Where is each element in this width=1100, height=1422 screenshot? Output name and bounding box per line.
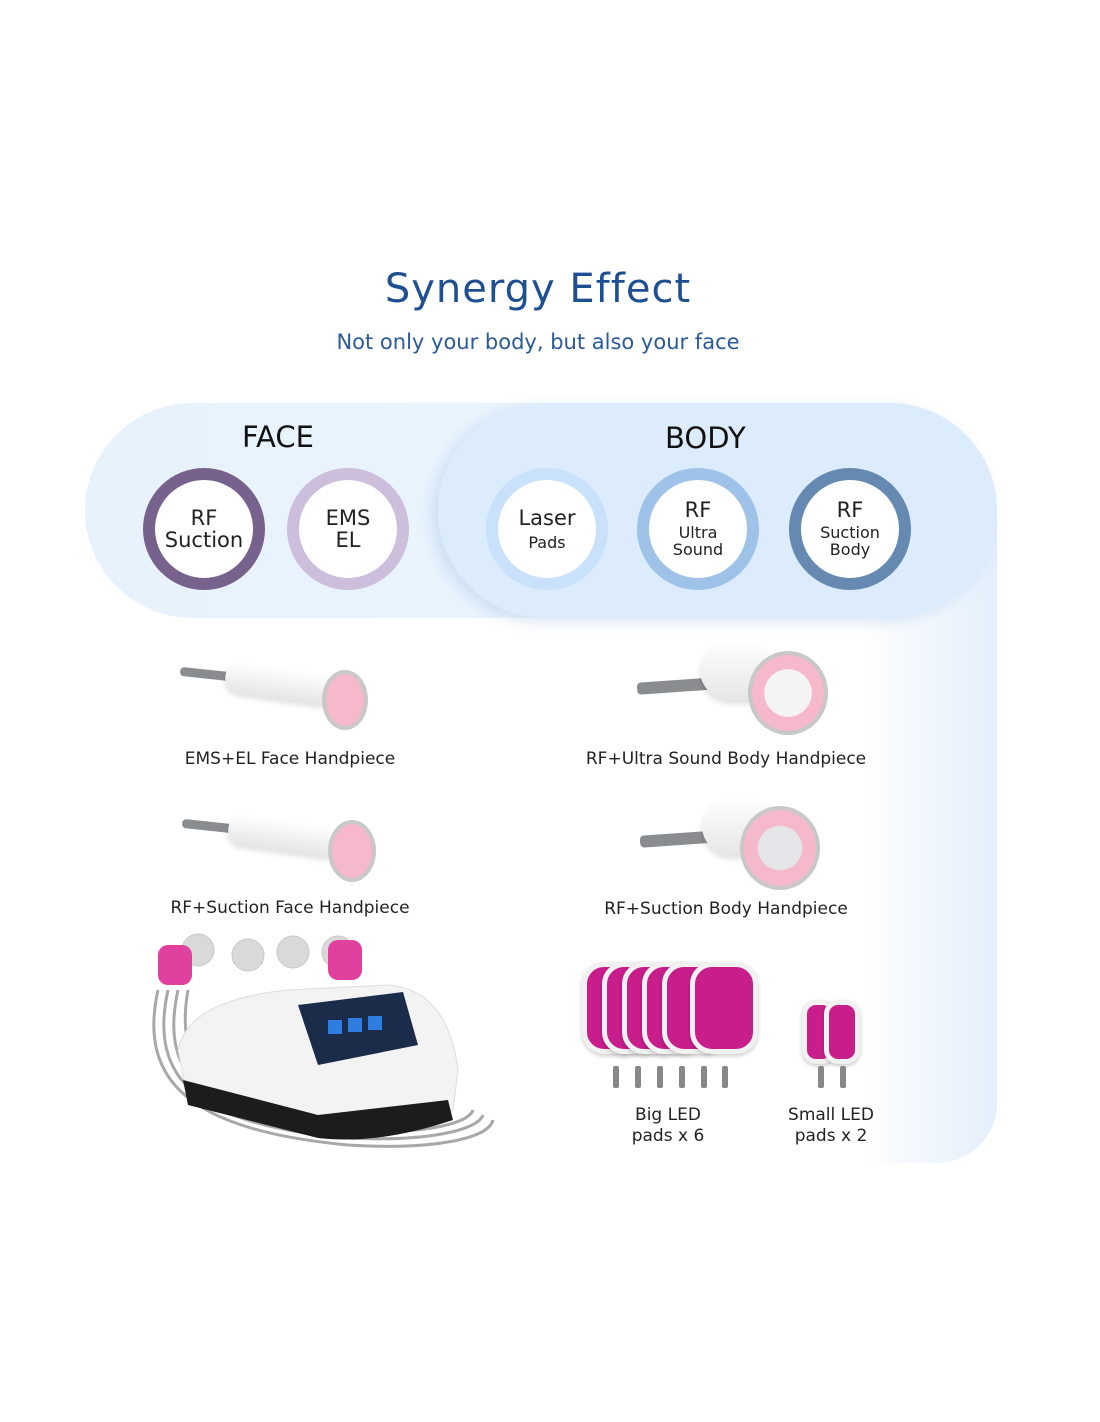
circle-line: Sound — [672, 540, 724, 560]
feature-ems-el: EMS EL — [287, 468, 409, 590]
circle-line: RF — [190, 505, 218, 530]
caption-line: pads x 2 — [794, 1126, 868, 1146]
ems-el-face-caption: EMS+EL Face Handpiece — [184, 749, 396, 769]
circle-line: Body — [829, 540, 871, 560]
feature-rf-suction-body: RF Suction Body — [789, 468, 911, 590]
circle-line: Laser — [518, 505, 576, 530]
circle-line: Ultra — [678, 523, 718, 543]
small-led-caption: Small LED pads x 2 — [770, 1105, 892, 1147]
circle-line: RF — [836, 498, 864, 523]
page-subtitle: Not only your body, but also your face — [336, 330, 740, 354]
caption-line: pads x 6 — [631, 1126, 705, 1146]
caption-line: Small LED — [788, 1105, 874, 1125]
rf-suction-face-caption: RF+Suction Face Handpiece — [170, 898, 410, 918]
caption-line: Big LED — [635, 1105, 701, 1125]
machine-image — [152, 933, 495, 1148]
circle-line: EMS — [325, 505, 371, 530]
face-label: FACE — [242, 420, 314, 454]
rf-ultrasound-body-caption: RF+Ultra Sound Body Handpiece — [585, 749, 867, 769]
page-title: Synergy Effect — [384, 266, 692, 312]
circle-line: EL — [335, 528, 361, 552]
circle-line: Suction — [820, 523, 880, 543]
rf-suction-body-caption: RF+Suction Body Handpiece — [604, 899, 848, 919]
big-led-caption: Big LED pads x 6 — [608, 1105, 728, 1147]
circle-line: Suction — [164, 528, 244, 552]
feature-laser-pads: Laser Pads — [486, 468, 608, 590]
feature-rf-ultrasound: RF Ultra Sound — [637, 468, 759, 590]
feature-rf-suction-face: RF Suction — [143, 468, 265, 590]
circle-line: RF — [684, 498, 712, 523]
circle-line: Pads — [528, 532, 566, 552]
body-label: BODY — [665, 421, 746, 455]
